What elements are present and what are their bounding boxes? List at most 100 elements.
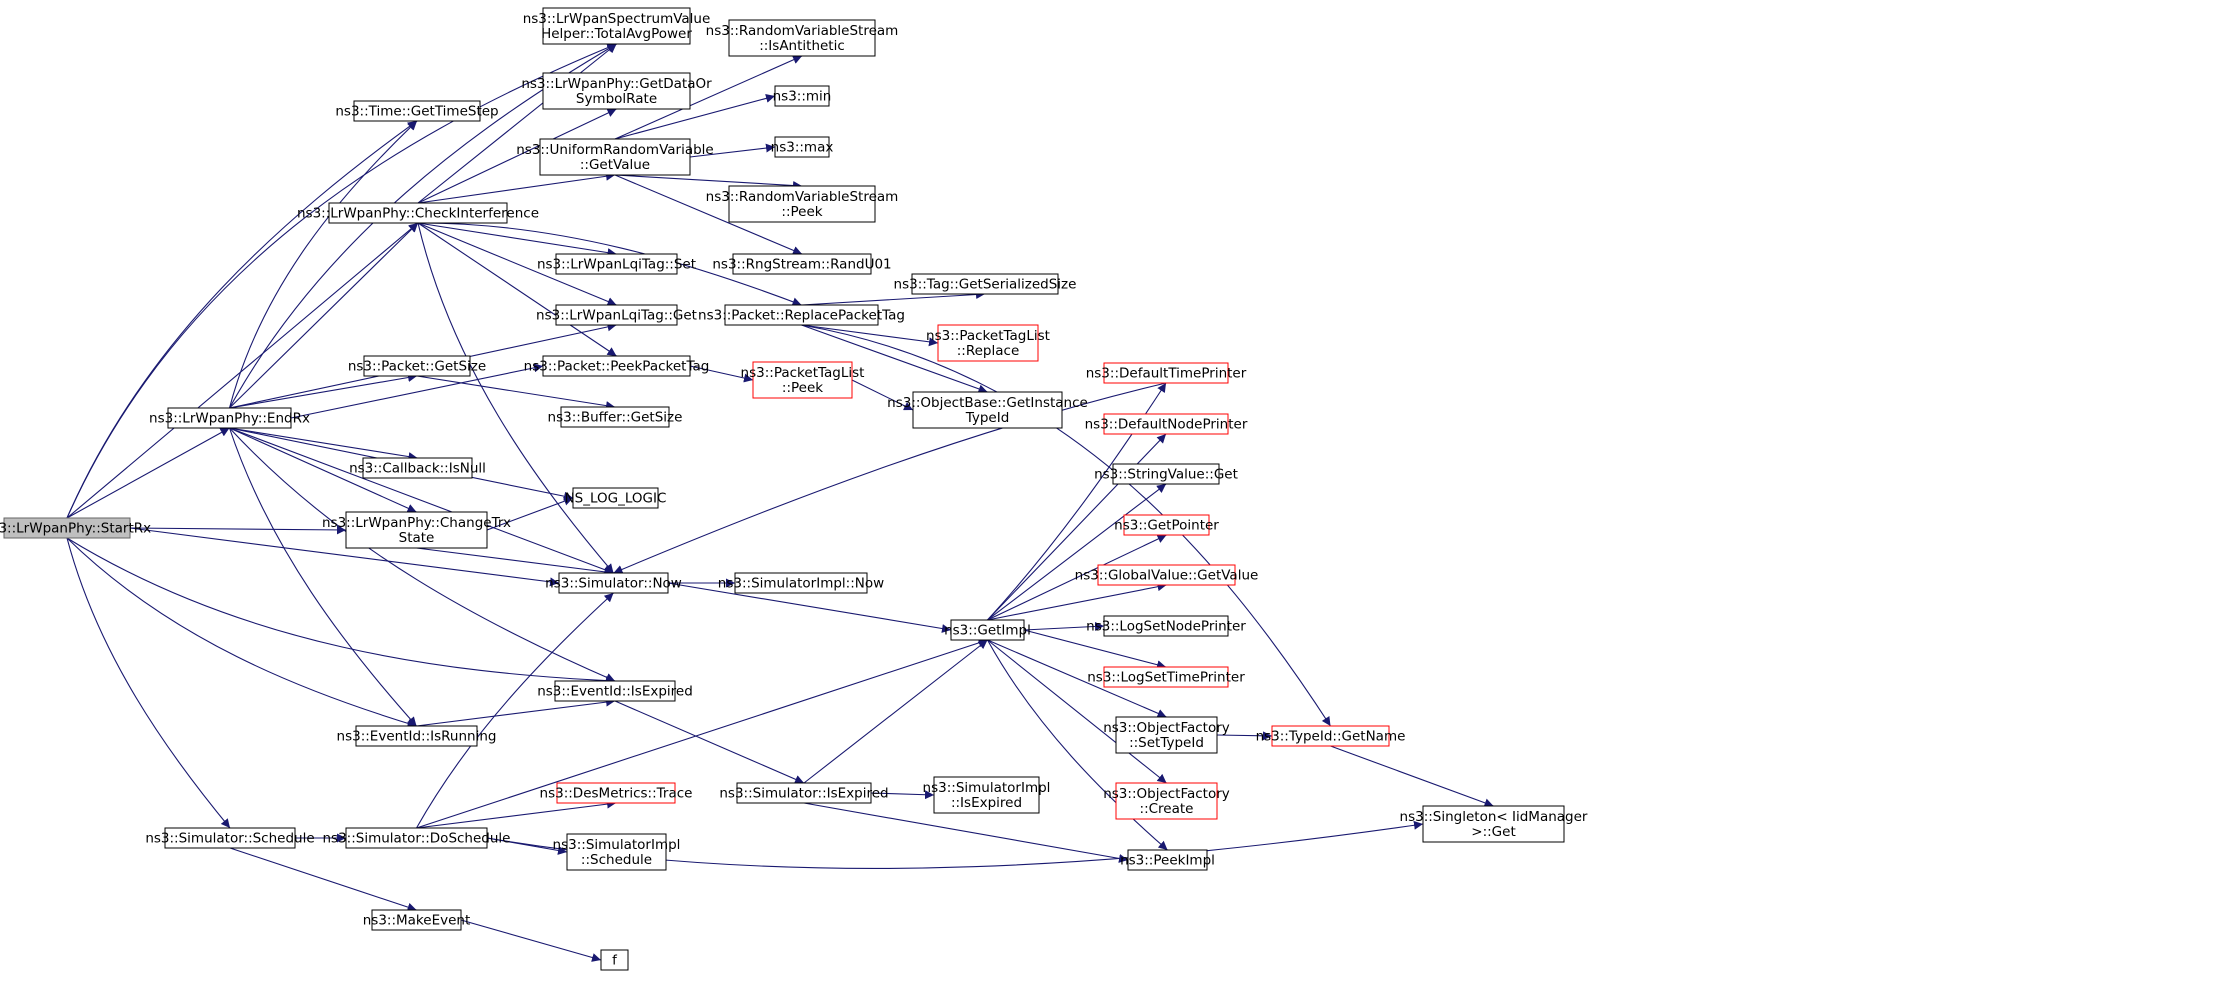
node-label-checkinterf-0: ns3::LrWpanPhy::CheckInterference [297, 206, 539, 222]
edge-replacetag-to-tagsize [801, 290, 986, 306]
node-simisexpired[interactable]: ns3::Simulator::IsExpired [719, 782, 889, 804]
node-box-urvgetvalue [539, 138, 691, 176]
node-urvgetvalue[interactable]: ns3::UniformRandomVariable::GetValue [516, 138, 714, 176]
node-box-simisexpired [736, 782, 872, 804]
node-startrx[interactable]: ns3::LrWpanPhy::StartRx [0, 517, 151, 539]
node-ofcreate[interactable]: ns3::ObjectFactory::Create [1103, 782, 1230, 820]
node-lqiset[interactable]: ns3::LrWpanLqiTag::Set [537, 253, 696, 275]
node-box-lqiset [555, 253, 678, 275]
node-label-getinsttype-1: TypeId [965, 410, 1010, 426]
node-lqiget[interactable]: ns3::LrWpanLqiTag::Get [536, 304, 697, 326]
edge-simisexpired-to-peekimpl [803, 802, 1129, 863]
node-box-tagsize [911, 273, 1059, 295]
edge-getimpl-to-logsettime [1023, 629, 1167, 670]
node-box-eisrunning [355, 725, 478, 747]
node-pktgetsize[interactable]: ns3::Packet::GetSize [348, 355, 486, 377]
edge-startrx-to-changetrx [129, 525, 347, 535]
node-label-getimpl-0: ns3::GetImpl [944, 623, 1031, 639]
node-max[interactable]: ns3::max [771, 136, 834, 158]
edge-urvgetvalue-to-min [614, 93, 776, 140]
edge-endrx-to-eisrunning [228, 427, 417, 727]
node-f[interactable]: f [600, 949, 629, 971]
node-singleton[interactable]: ns3::Singleton< IidManager>::Get [1400, 805, 1588, 843]
node-logsetnode[interactable]: ns3::LogSetNodePrinter [1086, 615, 1246, 637]
edge-pktgetsize-to-bufgetsize [416, 375, 616, 411]
node-getpointer[interactable]: ns3::GetPointer [1114, 514, 1219, 536]
node-defnode[interactable]: ns3::DefaultNodePrinter [1085, 413, 1248, 435]
node-box-destrace [556, 782, 676, 804]
node-label-logsettime-0: ns3::LogSetTimePrinter [1087, 670, 1245, 686]
node-endrx[interactable]: ns3::LrWpanPhy::EndRx [149, 407, 310, 429]
node-peekimpl[interactable]: ns3::PeekImpl [1120, 849, 1215, 871]
node-label-logsetnode-0: ns3::LogSetNodePrinter [1086, 619, 1246, 635]
edge-getimpl-to-getpointer [987, 534, 1167, 621]
node-eisrunning[interactable]: ns3::EventId::IsRunning [337, 725, 497, 747]
node-label-min-0: ns3::min [773, 89, 832, 105]
node-box-randu01 [732, 253, 872, 275]
edges-layer [66, 43, 1494, 962]
node-box-peekimpl [1127, 849, 1208, 871]
node-replacetag[interactable]: ns3::Packet::ReplacePacketTag [698, 304, 905, 326]
node-box-getpointer [1123, 514, 1210, 536]
node-label-tagsize-0: ns3::Tag::GetSerializedSize [894, 277, 1077, 293]
node-destrace[interactable]: ns3::DesMetrics::Trace [540, 782, 693, 804]
node-doschedule[interactable]: ns3::Simulator::DoSchedule [323, 827, 511, 849]
node-totalavg[interactable]: ns3::LrWpanSpectrumValueHelper::TotalAvg… [523, 7, 711, 45]
node-eisexpired[interactable]: ns3::EventId::IsExpired [537, 680, 693, 702]
node-gettimestep[interactable]: ns3::Time::GetTimeStep [335, 100, 499, 122]
node-rvspeek[interactable]: ns3::RandomVariableStream::Peek [706, 185, 899, 223]
edge-getimpl-to-peekimpl [987, 639, 1168, 851]
node-peekpackettag[interactable]: ns3::Packet::PeekPacketTag [524, 355, 710, 377]
node-label-ptlpeek-0: ns3::PacketTagList [741, 365, 865, 381]
node-label-rvspeek-0: ns3::RandomVariableStream [706, 189, 899, 205]
node-box-lqiget [555, 304, 678, 326]
node-label-simnow-0: ns3::Simulator::Now [545, 576, 682, 592]
node-label-f-0: f [612, 953, 618, 969]
node-deftime[interactable]: ns3::DefaultTimePrinter [1086, 362, 1247, 384]
node-schedule[interactable]: ns3::Simulator::Schedule [145, 827, 315, 849]
node-randu01[interactable]: ns3::RngStream::RandU01 [712, 253, 892, 275]
node-ofsettype[interactable]: ns3::ObjectFactory::SetTypeId [1103, 716, 1230, 754]
node-ptlreplace[interactable]: ns3::PacketTagList::Replace [926, 324, 1050, 362]
node-siimplsched[interactable]: ns3::SimulatorImpl::Schedule [553, 833, 681, 871]
node-box-siimplisexp [933, 776, 1040, 814]
node-label-isantithetic-1: ::IsAntithetic [759, 38, 845, 54]
node-label-siimplisexp-1: ::IsExpired [951, 795, 1022, 811]
node-isantithetic[interactable]: ns3::RandomVariableStream::IsAntithetic [706, 19, 899, 57]
node-simnow[interactable]: ns3::Simulator::Now [545, 572, 682, 594]
node-label-ofsettype-0: ns3::ObjectFactory [1103, 720, 1230, 736]
node-label-ptlreplace-0: ns3::PacketTagList [926, 328, 1050, 344]
node-simimplnow[interactable]: ns3::SimulatorImpl::Now [718, 572, 884, 594]
node-label-cbisnull-0: ns3::Callback::IsNull [349, 461, 486, 477]
node-strvalget[interactable]: ns3::StringValue::Get [1094, 463, 1238, 485]
node-logsettime[interactable]: ns3::LogSetTimePrinter [1087, 666, 1245, 688]
node-typeidname[interactable]: ns3::TypeId::GetName [1256, 725, 1406, 747]
node-makeevent[interactable]: ns3::MakeEvent [363, 909, 471, 931]
node-gvgetvalue[interactable]: ns3::GlobalValue::GetValue [1075, 564, 1259, 586]
node-min[interactable]: ns3::min [773, 85, 832, 107]
edge-doschedule-to-simnow [416, 592, 614, 829]
edge-schedule-to-makeevent [229, 847, 417, 912]
node-ptlpeek[interactable]: ns3::PacketTagList::Peek [741, 361, 865, 399]
node-label-getpointer-0: ns3::GetPointer [1114, 518, 1219, 534]
edge-urvgetvalue-to-rvspeek [614, 174, 803, 190]
edge-checkinterf-to-replacetag [417, 222, 802, 307]
node-nslog[interactable]: NS_LOG_LOGIC [565, 487, 667, 509]
node-label-max-0: ns3::max [771, 140, 834, 156]
node-bufgetsize[interactable]: ns3::Buffer::GetSize [548, 406, 683, 428]
node-checkinterf[interactable]: ns3::LrWpanPhy::CheckInterference [297, 202, 539, 224]
node-box-totalavg [542, 7, 691, 45]
edge-simnow-to-getimpl [667, 582, 952, 633]
node-getimpl[interactable]: ns3::GetImpl [944, 619, 1031, 641]
node-label-getdatarate-1: SymbolRate [576, 91, 657, 107]
node-tagsize[interactable]: ns3::Tag::GetSerializedSize [894, 273, 1077, 295]
edge-typeidname-to-singleton [1330, 745, 1494, 808]
node-cbisnull[interactable]: ns3::Callback::IsNull [349, 457, 486, 479]
edge-getimpl-to-ofcreate [987, 639, 1167, 784]
edge-checkinterf-to-simnow [417, 222, 614, 574]
node-siimplisexp[interactable]: ns3::SimulatorImpl::IsExpired [923, 776, 1051, 814]
edge-endrx-to-checkinterf [229, 222, 419, 409]
